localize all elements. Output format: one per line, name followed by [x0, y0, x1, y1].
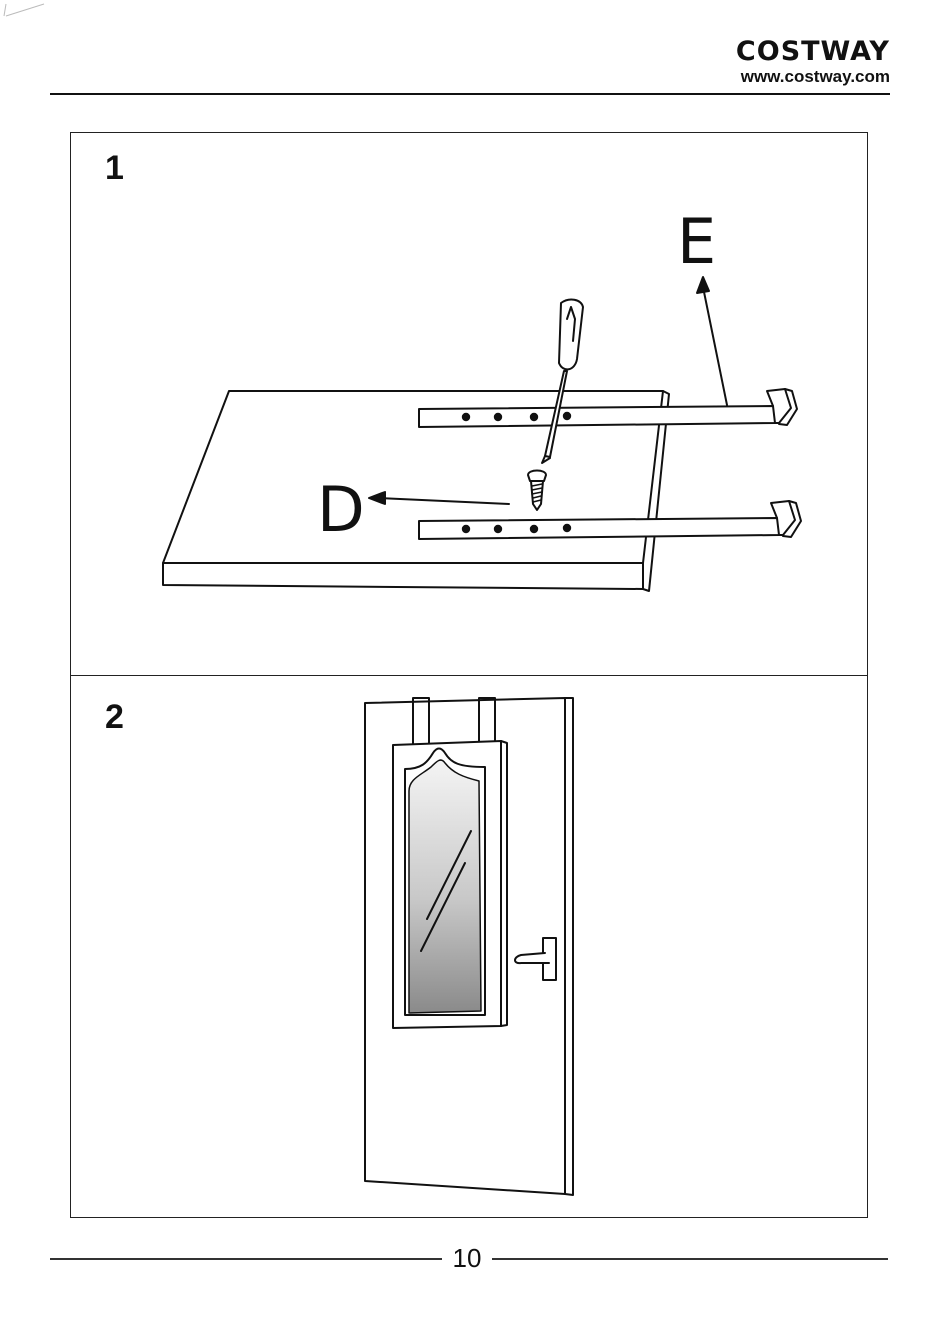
brand-url: www.costway.com: [736, 66, 890, 88]
brand-name: COSTWAY: [736, 38, 890, 66]
mirror-cabinet-icon: [393, 741, 507, 1028]
label-d: D: [317, 473, 365, 546]
header-rule: [50, 93, 890, 95]
step-1-panel: 1: [70, 132, 868, 676]
brand-header: COSTWAY www.costway.com: [736, 38, 890, 88]
footer-rule-right: [492, 1258, 888, 1260]
step-2-illustration: [71, 676, 867, 1217]
footer-rule-left: [50, 1258, 442, 1260]
page-corner-mark: [0, 0, 50, 20]
step-1-illustration: E D: [71, 133, 867, 675]
page-number: 10: [442, 1243, 492, 1274]
step-2-panel: 2: [70, 675, 868, 1218]
label-e: E: [677, 205, 716, 278]
